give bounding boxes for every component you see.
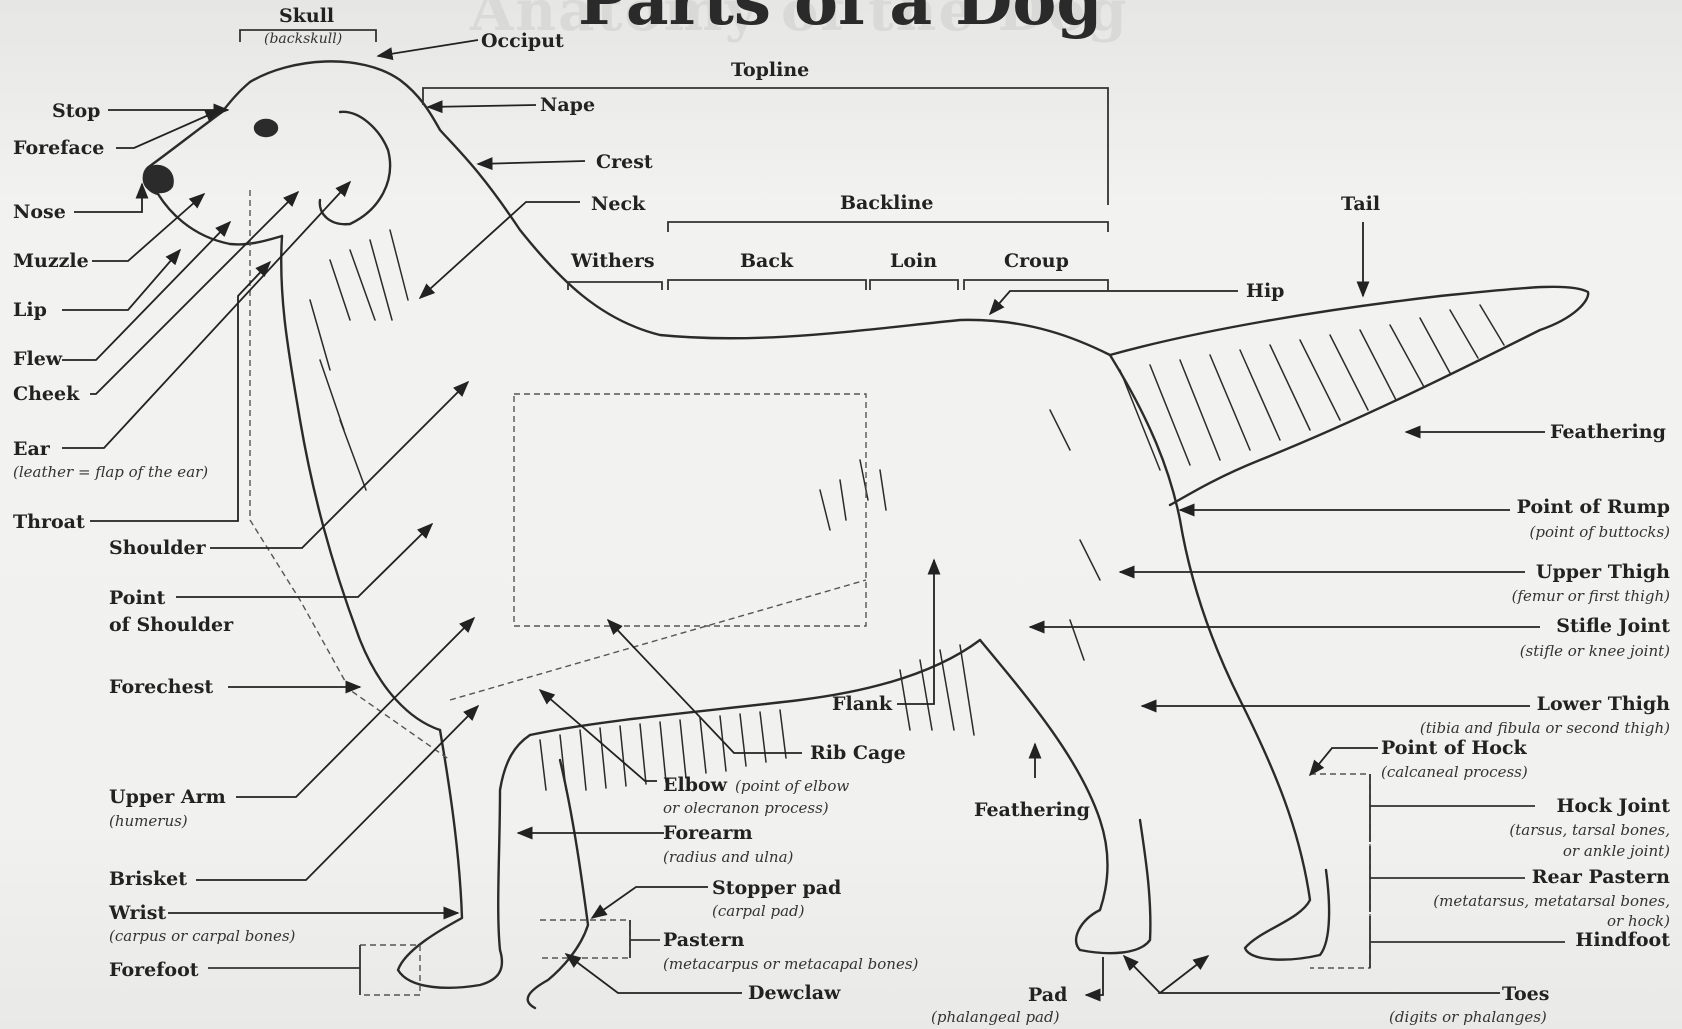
label-hindfoot: Hindfoot <box>1575 929 1670 951</box>
label-flank: Flank <box>832 693 892 715</box>
forefoot-bracket <box>208 945 360 995</box>
label-lip: Lip <box>13 299 47 321</box>
label-pad: Pad <box>1028 984 1067 1006</box>
label-crest: Crest <box>596 151 653 173</box>
label-nape: Nape <box>540 94 595 116</box>
label-pad-note: (phalangeal pad) <box>931 1008 1059 1026</box>
label-ear: Ear <box>13 438 50 460</box>
dog-eye <box>255 120 277 136</box>
label-hock-note1: (tarsus, tarsal bones, <box>1509 821 1670 839</box>
dog-chest-front <box>281 236 440 730</box>
loin-bracket <box>870 280 958 290</box>
label-pastern: Pastern <box>663 929 744 951</box>
backline-bracket <box>668 222 1108 232</box>
label-point-line1: Point <box>109 587 165 609</box>
label-back: Back <box>740 250 793 272</box>
label-point-of-rump: Point of Rump <box>1517 496 1670 518</box>
dog-foreleg-front <box>398 730 530 988</box>
label-rear-pastern-note1: (metatarsus, metatarsal bones, <box>1433 892 1670 910</box>
leader-lines <box>62 40 1545 995</box>
label-lower-thigh: Lower Thigh <box>1537 693 1670 715</box>
croup-bracket <box>964 280 1108 290</box>
label-toes-note: (digits or phalanges) <box>1389 1008 1547 1026</box>
label-wrist: Wrist <box>109 902 166 924</box>
label-stop: Stop <box>52 100 100 122</box>
label-point-of-hock: Point of Hock <box>1381 737 1527 759</box>
label-dewclaw: Dewclaw <box>748 982 840 1004</box>
label-muzzle: Muzzle <box>13 250 89 272</box>
forechest-region <box>250 190 450 760</box>
label-humerus: (humerus) <box>109 812 188 830</box>
dog-face-outline <box>144 82 282 244</box>
brisket-region <box>450 580 866 700</box>
label-stifle-joint: Stifle Joint <box>1556 615 1670 637</box>
label-backline: Backline <box>840 192 933 214</box>
label-feathering-leg: Feathering <box>974 799 1090 821</box>
pastern-region <box>540 920 630 958</box>
dog-tail <box>1110 287 1588 505</box>
label-wrist-note: (carpus or carpal bones) <box>109 927 295 945</box>
label-upper-thigh-note: (femur or first thigh) <box>1512 587 1670 605</box>
label-stopper-note: (carpal pad) <box>712 902 804 920</box>
label-stifle-note: (stifle or knee joint) <box>1520 642 1670 660</box>
dog-foreleg-rear <box>528 760 588 1008</box>
dog-head-outline <box>250 61 1110 355</box>
withers-bracket <box>568 282 662 290</box>
label-upper-thigh: Upper Thigh <box>1536 561 1670 583</box>
label-flew: Flew <box>13 348 62 370</box>
label-rib-cage: Rib Cage <box>810 742 906 764</box>
label-pastern-note: (metacarpus or metacapal bones) <box>663 955 918 973</box>
label-forearm: Forearm <box>663 822 753 844</box>
label-forearm-note: (radius and ulna) <box>663 848 793 866</box>
hindfoot-bracket <box>1370 916 1565 968</box>
label-loin: Loin <box>890 250 937 272</box>
label-stopper-pad: Stopper pad <box>712 877 841 899</box>
label-backskull: (backskull) <box>264 30 342 48</box>
label-elbow-note2: or olecranon process) <box>663 799 829 817</box>
label-topline: Topline <box>731 59 809 81</box>
label-elbow: Elbow <box>663 774 727 796</box>
label-occiput: Occiput <box>481 30 564 52</box>
dashed-regions <box>250 190 1370 995</box>
back-bracket <box>668 280 866 290</box>
label-upper-arm: Upper Arm <box>109 786 226 808</box>
brackets <box>208 30 1565 995</box>
label-point-line2: of Shoulder <box>109 614 233 636</box>
label-hock-joint: Hock Joint <box>1557 795 1670 817</box>
label-rear-pastern-note2: or hock) <box>1607 912 1670 930</box>
label-hip: Hip <box>1246 280 1284 302</box>
label-neck: Neck <box>591 193 645 215</box>
label-toes: Toes <box>1502 983 1549 1005</box>
label-rear-pastern: Rear Pastern <box>1532 866 1670 888</box>
hock-region <box>1310 774 1370 968</box>
label-forechest: Forechest <box>109 676 213 698</box>
label-ear-note: (leather = flap of the ear) <box>13 463 208 481</box>
dog-hindleg-front <box>980 640 1150 953</box>
label-point-of-hock-note: (calcaneal process) <box>1381 763 1528 781</box>
dog-nose <box>144 166 173 192</box>
label-withers: Withers <box>571 250 655 272</box>
label-shoulder: Shoulder <box>109 537 206 559</box>
label-cheek: Cheek <box>13 383 79 405</box>
label-elbow-note1: (point of elbow <box>735 777 849 795</box>
label-point-of-rump-note: (point of buttocks) <box>1530 523 1670 541</box>
dog-ear <box>320 112 390 224</box>
rib-cage-region <box>514 394 866 626</box>
label-lower-thigh-note: (tibia and fibula or second thigh) <box>1420 719 1670 737</box>
label-forefoot: Forefoot <box>109 959 199 981</box>
label-brisket: Brisket <box>109 868 187 890</box>
label-croup: Croup <box>1004 250 1069 272</box>
label-throat: Throat <box>13 511 85 533</box>
label-nose: Nose <box>13 201 66 223</box>
dog-belly <box>530 640 980 735</box>
pastern-bracket <box>630 920 660 958</box>
label-hock-note2: or ankle joint) <box>1563 842 1670 860</box>
label-skull: Skull <box>279 5 334 27</box>
label-tail: Tail <box>1341 193 1380 215</box>
label-feathering-tail: Feathering <box>1550 421 1666 443</box>
label-foreface: Foreface <box>13 137 104 159</box>
